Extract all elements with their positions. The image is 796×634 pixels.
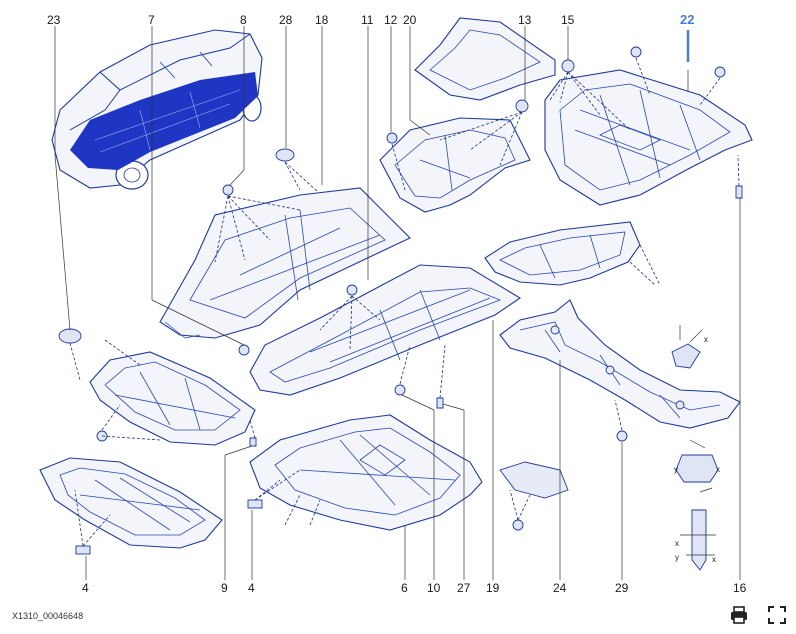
callout-23[interactable]: 23 (47, 13, 61, 27)
small-bracket[interactable] (499, 461, 569, 499)
callout-4-left[interactable]: 4 (82, 581, 89, 595)
print-button[interactable] (728, 604, 750, 626)
part-20-bracket[interactable] (379, 117, 531, 213)
callout-19[interactable]: 19 (486, 581, 500, 595)
detail-axis-marks: x x y x y x (674, 335, 720, 564)
part-24-subframe[interactable] (499, 299, 741, 429)
axis-mark-x-3: x (675, 539, 679, 548)
callout-22[interactable]: 22 (680, 12, 694, 27)
fullscreen-icon (768, 606, 786, 624)
axis-mark-x-1: x (704, 335, 708, 344)
callout-18[interactable]: 18 (315, 13, 329, 27)
fullscreen-button[interactable] (766, 604, 788, 626)
axis-mark-y-1: y (674, 465, 678, 474)
printer-icon (731, 606, 747, 624)
axis-mark-x-2: x (716, 465, 720, 474)
reference-code: X1310_00046648 (12, 611, 84, 621)
axis-mark-x-4: x (712, 555, 716, 564)
callout-12[interactable]: 12 (384, 13, 398, 27)
leader-lines (54, 26, 741, 580)
callout-13[interactable]: 13 (518, 13, 532, 27)
part-6-lower-center-shield[interactable] (249, 414, 483, 531)
callout-7[interactable]: 7 (148, 13, 155, 27)
part-15-large-shield[interactable] (544, 69, 753, 206)
part-11-center-shield[interactable] (249, 264, 522, 396)
callout-labels: 23 7 8 28 18 11 12 20 13 15 22 4 9 4 6 1… (47, 12, 747, 595)
callout-24[interactable]: 24 (553, 581, 567, 595)
callout-8[interactable]: 8 (240, 13, 247, 27)
fasteners (58, 46, 743, 555)
callout-27[interactable]: 27 (457, 581, 471, 595)
part-13-upper-shield[interactable] (414, 17, 556, 101)
callout-10[interactable]: 10 (427, 581, 441, 595)
callout-16[interactable]: 16 (733, 581, 747, 595)
vehicle-illustration (51, 29, 263, 190)
callout-29[interactable]: 29 (615, 581, 629, 595)
part-4-lower-left-shield[interactable] (39, 457, 223, 549)
callout-4-center[interactable]: 4 (248, 581, 255, 595)
callout-28[interactable]: 28 (279, 13, 293, 27)
callout-15[interactable]: 15 (561, 13, 575, 27)
callout-6[interactable]: 6 (401, 581, 408, 595)
callout-20[interactable]: 20 (403, 13, 417, 27)
part-23-left-shield[interactable] (89, 351, 256, 446)
detail-views (671, 325, 719, 571)
assembly-lines (69, 57, 740, 547)
callout-9[interactable]: 9 (221, 581, 228, 595)
axis-mark-y-2: y (675, 553, 679, 562)
part-right-middle-shield[interactable] (484, 221, 641, 286)
callout-11[interactable]: 11 (361, 13, 374, 27)
